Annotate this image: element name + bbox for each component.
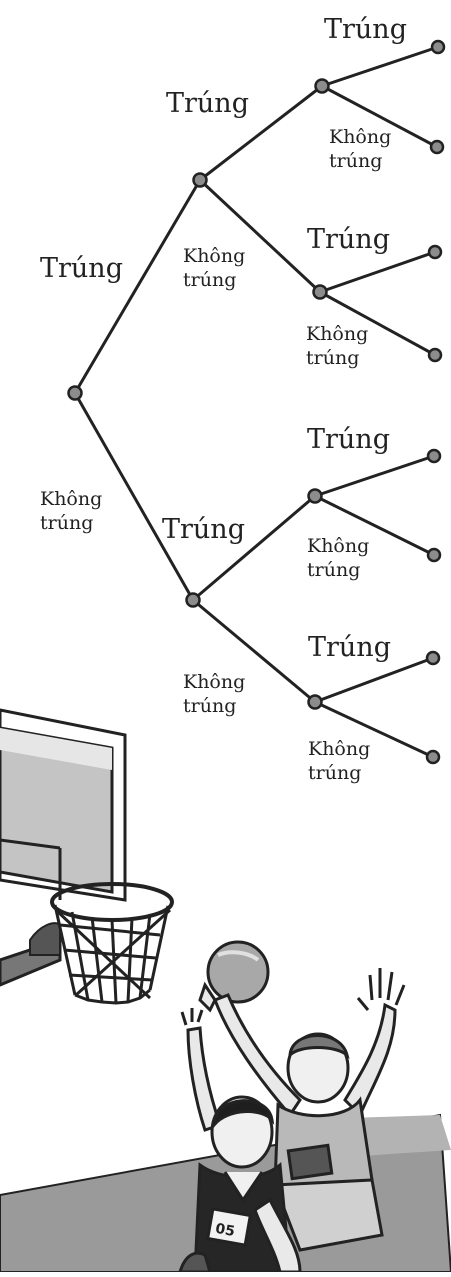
edge-c1-miss bbox=[321, 84, 438, 149]
edge-b-miss bbox=[192, 598, 316, 704]
basketball-illustration: 05 bbox=[0, 708, 451, 1274]
node-leaf bbox=[427, 347, 443, 363]
net bbox=[53, 904, 172, 1005]
node-leaf bbox=[427, 244, 443, 260]
node-level2 bbox=[307, 488, 323, 504]
edge-root-hit bbox=[73, 179, 202, 394]
edge-root-miss bbox=[73, 392, 195, 601]
jersey-number: 05 bbox=[214, 1221, 236, 1240]
edge-a-miss bbox=[198, 178, 322, 294]
edge-c4-miss bbox=[314, 700, 434, 759]
node-leaf bbox=[426, 547, 442, 563]
node-level2 bbox=[314, 78, 330, 94]
edge-c2-miss bbox=[319, 290, 436, 357]
node-leaf bbox=[425, 650, 441, 666]
node-leaf bbox=[425, 749, 441, 765]
edge-c2-hit bbox=[319, 250, 436, 294]
edge-c4-hit bbox=[314, 656, 434, 704]
node-root bbox=[67, 385, 83, 401]
edge-c3-hit bbox=[314, 454, 435, 498]
tree-edges bbox=[73, 45, 439, 759]
edge-a-hit bbox=[199, 84, 323, 182]
node-level2 bbox=[307, 694, 323, 710]
node-level2 bbox=[312, 284, 328, 300]
edge-b-hit bbox=[192, 494, 316, 602]
backboard bbox=[0, 708, 127, 987]
tree-nodes bbox=[67, 39, 446, 765]
player-back bbox=[213, 968, 406, 1252]
node-leaf bbox=[429, 139, 445, 155]
node-level1-miss bbox=[185, 592, 201, 608]
edge-c1-hit bbox=[321, 45, 439, 88]
node-leaf bbox=[426, 448, 442, 464]
edge-c3-miss bbox=[314, 494, 435, 557]
node-leaf bbox=[430, 39, 446, 55]
node-level1-hit bbox=[192, 172, 208, 188]
